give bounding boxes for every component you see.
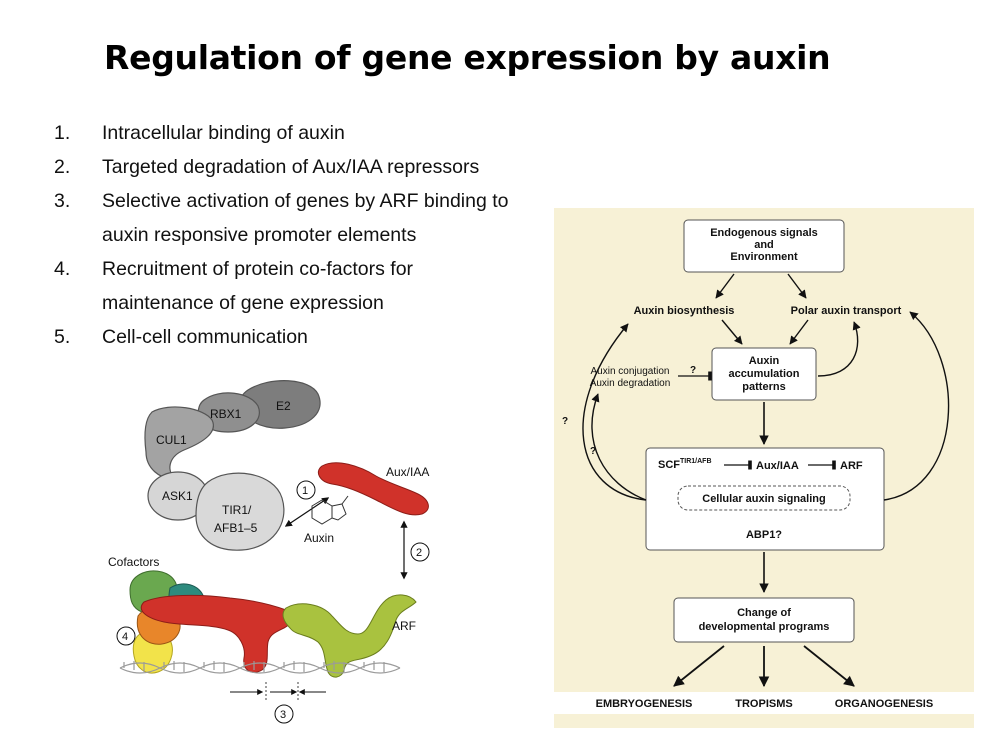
step-3-marker [274, 704, 294, 724]
developmental-change-box [673, 597, 855, 643]
environment-label: and [754, 239, 774, 251]
list-item-text: Cell-cell communication [102, 326, 308, 348]
auxin-molecule [311, 495, 349, 525]
cofactors-label: Cofactors [108, 555, 159, 569]
arf-node: ARF [840, 460, 863, 472]
outcome-tropisms: TROPISMS [735, 698, 792, 710]
polar-transport-label: Polar auxin transport [791, 305, 902, 317]
aux-iaa-node: Aux/IAA [756, 460, 799, 472]
slide-title: Regulation of gene expression by auxin [104, 38, 831, 77]
aux-iaa-label: Aux/IAA [386, 465, 429, 479]
auxin-label: Auxin [304, 531, 334, 545]
step-3-label: 3 [280, 709, 286, 721]
accumulation-label: Auxin [749, 355, 780, 367]
list-item: 4. Recruitment of protein co-factors for… [40, 252, 520, 320]
step-list: 1. Intracellular binding of auxin 2. Tar… [40, 116, 520, 354]
step-4-marker [116, 626, 136, 646]
degradation-label: Auxin degradation [590, 378, 671, 389]
binding-arrow [284, 497, 330, 527]
question-mark: ? [562, 416, 568, 427]
aux-iaa-protein [317, 462, 429, 516]
tir1-protein [195, 472, 285, 551]
tir1-label: TIR1/ [222, 503, 252, 517]
list-item: 3. Selective activation of genes by ARF … [40, 184, 520, 252]
step-2-marker [410, 542, 430, 562]
auxin-flow-diagram: Endogenous signals and Environment Auxin… [554, 208, 974, 728]
biosynthesis-label: Auxin biosynthesis [634, 305, 735, 317]
e2-label: E2 [276, 399, 291, 413]
list-item: 5. Cell-cell communication [40, 320, 520, 354]
accumulation-label: accumulation [729, 368, 800, 380]
aux-iaa-complex [140, 594, 293, 673]
environment-label: Environment [730, 251, 798, 263]
list-item: 1. Intracellular binding of auxin [40, 116, 520, 150]
list-item: 2. Targeted degradation of Aux/IAA repre… [40, 150, 520, 184]
molecular-figure: E2 RBX1 CUL1 ASK1 TIR1/ AFB1–5 1 Auxin A… [108, 380, 430, 724]
cul1-protein [144, 406, 214, 479]
arf-label: ARF [392, 619, 416, 633]
cellular-signaling-label: Cellular auxin signaling [702, 493, 825, 505]
list-item-text: Selective activation of genes by ARF bin… [102, 190, 509, 246]
conjugation-label: Auxin conjugation [591, 366, 670, 377]
list-item-number: 2. [54, 156, 71, 178]
list-item-number: 5. [54, 326, 71, 348]
list-item-number: 1. [54, 122, 71, 144]
scf-label: SCFTIR1/AFB [658, 458, 712, 471]
list-item-text: Recruitment of protein co-factors for ma… [102, 258, 414, 314]
list-item-text: Targeted degradation of Aux/IAA represso… [102, 156, 480, 178]
accumulation-box [711, 347, 817, 401]
list-item-text: Intracellular binding of auxin [102, 122, 345, 144]
signaling-box [645, 447, 885, 551]
question-mark: ? [690, 365, 696, 376]
environment-box [683, 219, 845, 273]
tir1-label: AFB1–5 [214, 521, 258, 535]
rbx1-label: RBX1 [210, 407, 242, 421]
developmental-change-label: developmental programs [699, 621, 830, 633]
ask1-label: ASK1 [162, 489, 193, 503]
outcome-embryogenesis: EMBRYOGENESIS [596, 698, 693, 710]
list-item-number: 3. [54, 190, 71, 212]
cul1-label: CUL1 [156, 433, 187, 447]
question-mark: ? [590, 446, 596, 457]
arf-protein [282, 594, 417, 678]
scf-superscript: TIR1/AFB [680, 458, 712, 465]
scf-text: SCF [658, 459, 680, 471]
step-1-label: 1 [302, 485, 308, 497]
outcome-organogenesis: ORGANOGENESIS [835, 698, 933, 710]
developmental-change-label: Change of [737, 607, 791, 619]
cellular-signaling-box [677, 485, 851, 511]
step-4-label: 4 [122, 631, 128, 643]
environment-label: Endogenous signals [710, 227, 818, 239]
abp1-label: ABP1? [746, 529, 782, 541]
dna-helix [119, 661, 401, 674]
accumulation-label: patterns [742, 381, 785, 393]
list-item-number: 4. [54, 258, 71, 280]
step-2-label: 2 [416, 547, 422, 559]
